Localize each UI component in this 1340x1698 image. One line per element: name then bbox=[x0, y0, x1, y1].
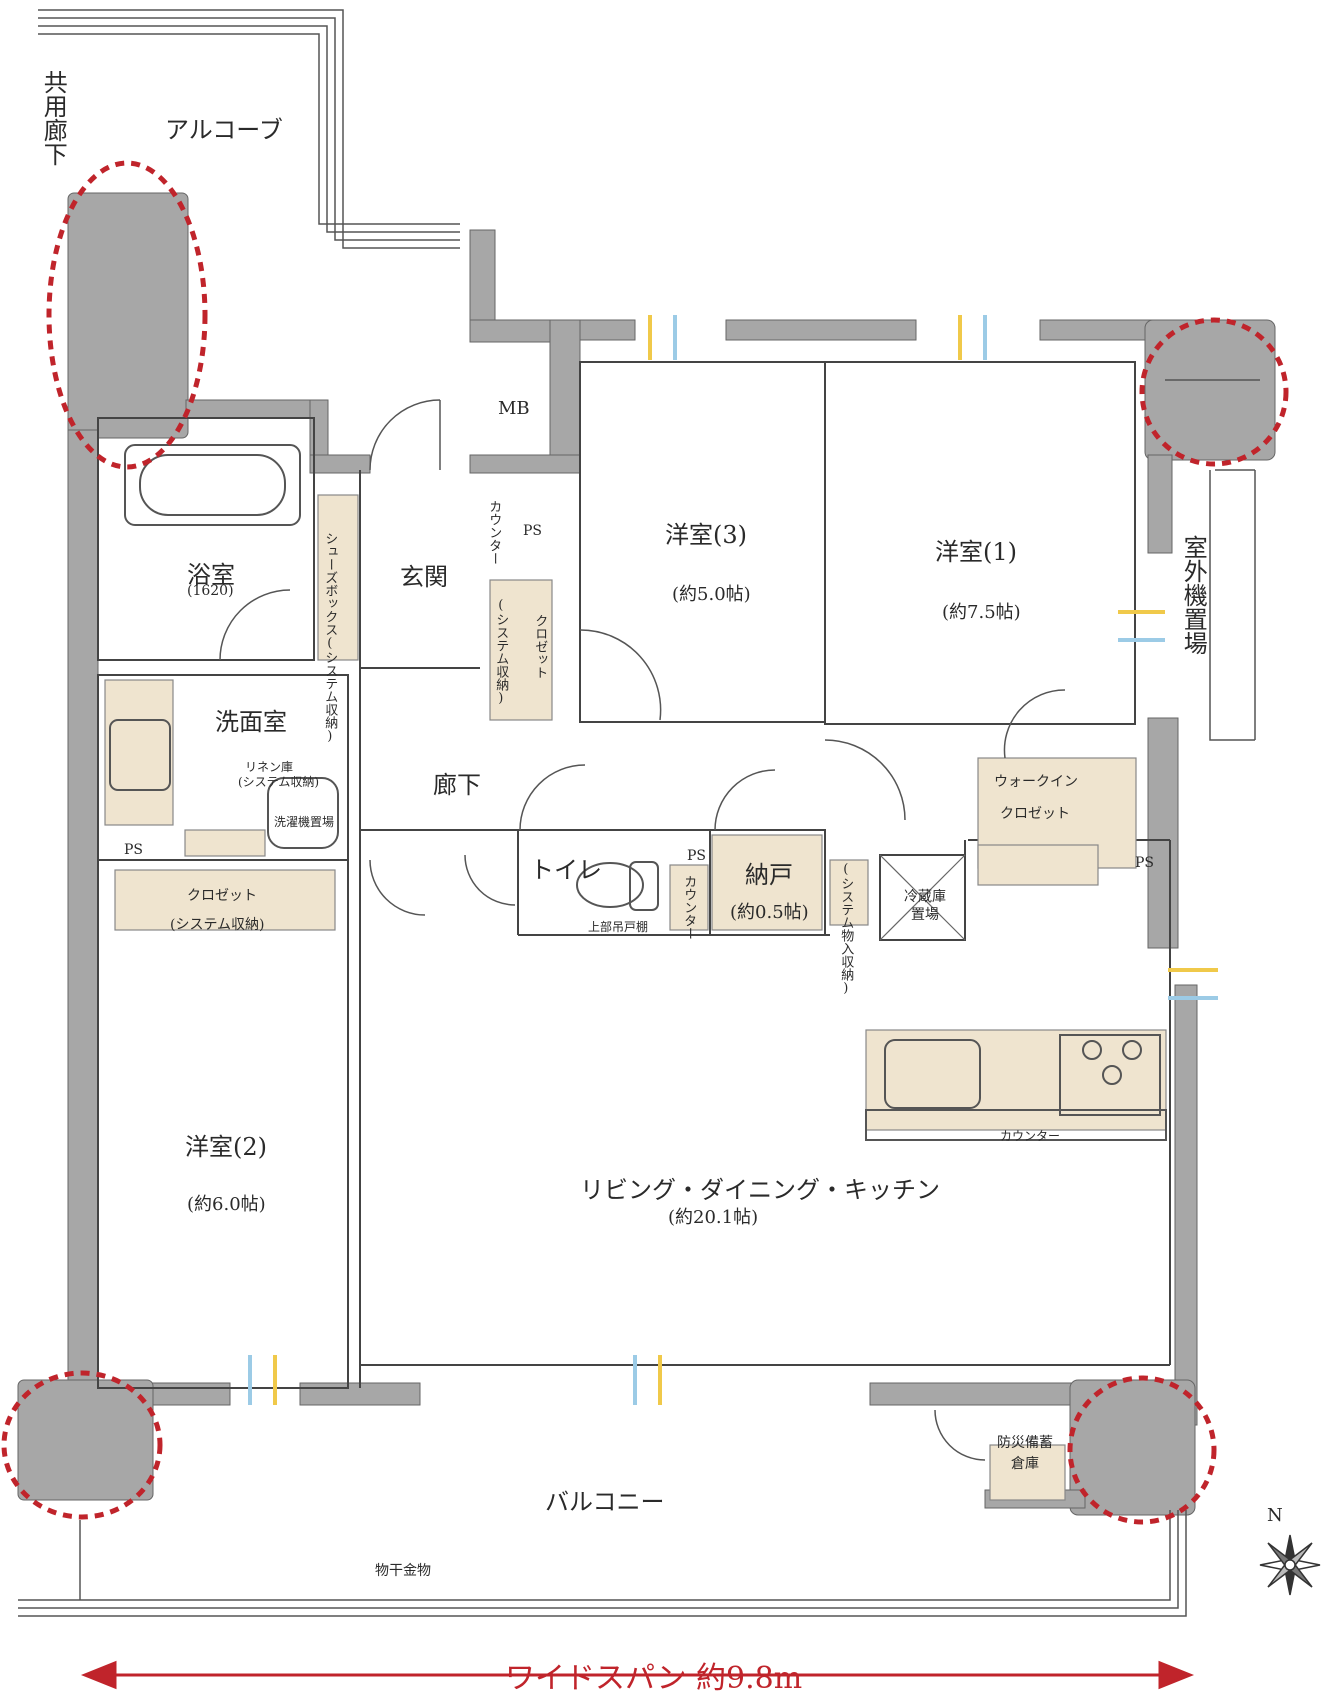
kitchen-counter-label: カウンター bbox=[1000, 1129, 1061, 1143]
toilet-label: トイレ bbox=[530, 856, 602, 884]
room1-size-label: (約7.5帖) bbox=[942, 602, 1021, 623]
ps-label-2: PS bbox=[124, 842, 144, 858]
washer-label: 洗濯機置場 bbox=[274, 815, 335, 829]
fridge-label: 冷蔵庫置場 bbox=[904, 889, 946, 924]
ps-label-3: PS bbox=[687, 848, 707, 864]
highlight-circles bbox=[1, 160, 1289, 1525]
vent-marks bbox=[248, 315, 1218, 1405]
disaster-storage-label-2: 倉庫 bbox=[1011, 1456, 1039, 1472]
balcony-railing bbox=[18, 379, 1260, 1617]
ps-label-4: PS bbox=[1135, 855, 1155, 871]
walkin-label-1: ウォークイン bbox=[994, 774, 1078, 790]
closet-vertical-label: クロゼット bbox=[532, 614, 548, 679]
disaster-storage-label-1: 防災備蓄 bbox=[997, 1435, 1053, 1451]
widespan-label: ワイドスパン 約9.8m bbox=[505, 1661, 803, 1696]
linen-label: リネン庫 bbox=[245, 760, 294, 774]
storage-label: 納戸 bbox=[745, 861, 793, 889]
counter-vertical-label: カウンター bbox=[486, 500, 502, 565]
hallway-label: 廊下 bbox=[433, 771, 481, 799]
alcove-label: アルコーブ bbox=[165, 116, 283, 144]
ldk-label: リビング・ダイニング・キッチン bbox=[580, 1176, 940, 1204]
balcony-label: バルコニー bbox=[545, 1488, 665, 1516]
door-swings bbox=[219, 399, 1066, 1461]
room3-label: 洋室(3) bbox=[665, 521, 747, 549]
mb-label: MB bbox=[498, 398, 530, 419]
ps-label-1: PS bbox=[523, 523, 543, 539]
closet-system-label: (システム収納) bbox=[493, 598, 509, 706]
counter-toilet-label: カウンター bbox=[681, 875, 697, 940]
washroom-label: 洗面室 bbox=[215, 708, 287, 736]
drying-rack-label: 物干金物 bbox=[375, 1563, 431, 1579]
storage-items-label: (システム物入収納) bbox=[838, 862, 854, 996]
ldk-size-label: (約20.1帖) bbox=[668, 1207, 759, 1228]
bathtub bbox=[124, 444, 301, 526]
closet2-label: クロゼット bbox=[187, 888, 257, 904]
bath-size-label: (1620) bbox=[187, 583, 234, 599]
bath-label: 浴室 bbox=[187, 561, 235, 589]
linen-sub-label: (システム収納) bbox=[238, 775, 320, 789]
toilet-fixture bbox=[576, 861, 659, 911]
entrance-label: 玄関 bbox=[400, 563, 448, 591]
outdoor-unit-label: 室外機置場 bbox=[1179, 535, 1208, 655]
shoebox-label: シューズボックス(システム収納) bbox=[322, 532, 338, 744]
upper-shelf-label: 上部吊戸棚 bbox=[588, 920, 649, 934]
wash-fixtures bbox=[109, 719, 339, 849]
room2-size-label: (約6.0帖) bbox=[187, 1194, 266, 1215]
room2-label: 洋室(2) bbox=[185, 1133, 267, 1161]
storage-areas bbox=[104, 494, 1167, 1501]
alcove-railing bbox=[38, 9, 460, 249]
storage-size-label: (約0.5帖) bbox=[730, 902, 809, 923]
room1-label: 洋室(1) bbox=[935, 538, 1017, 566]
walkin-label-2: クロゼット bbox=[1000, 806, 1070, 822]
north-label: N bbox=[1267, 1505, 1283, 1526]
width-arrow bbox=[80, 1660, 1195, 1690]
kitchen-fixtures bbox=[865, 1034, 1167, 1141]
common-corridor-label: 共用廊下 bbox=[39, 70, 68, 166]
closet2-sub-label: (システム収納) bbox=[170, 917, 265, 933]
compass-icon bbox=[1259, 1534, 1321, 1596]
room3-size-label: (約5.0帖) bbox=[672, 584, 751, 605]
fridge-space bbox=[879, 854, 966, 941]
